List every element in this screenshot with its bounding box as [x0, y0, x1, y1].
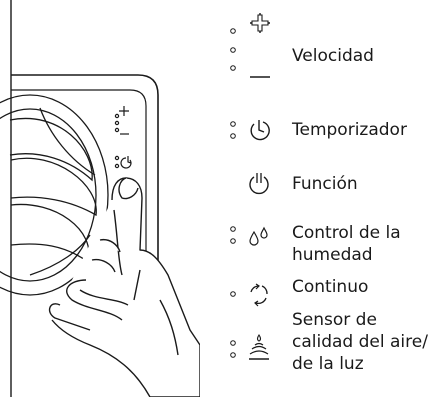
label-control-humedad-line-1: Control de la [292, 223, 401, 243]
label-control-humedad: Control de la humedad [292, 222, 401, 266]
label-sensor: Sensor de calidad del aire/ de la luz [292, 309, 428, 375]
label-velocidad: Velocidad [292, 46, 374, 66]
continuous-cycle-icon [250, 283, 268, 307]
speed-indicator-dots [230, 28, 236, 71]
minus-icon [250, 76, 270, 78]
plus-icon [250, 13, 270, 33]
label-control-humedad-line-2: humedad [292, 245, 373, 265]
timer-icon [250, 120, 270, 141]
humidity-drops-icon [249, 226, 268, 246]
power-icon [249, 173, 269, 195]
label-sensor-line-2: calidad del aire/ [292, 332, 428, 352]
label-sensor-line-1: Sensor de [292, 310, 377, 330]
air-light-sensor-icon [249, 334, 269, 360]
label-continuo: Continuo [292, 277, 369, 297]
label-sensor-line-3: de la luz [292, 354, 364, 374]
label-funcion: Función [292, 174, 358, 194]
label-temporizador: Temporizador [292, 120, 407, 140]
continuous-indicator-dot [230, 291, 236, 297]
timer-indicator-dots [230, 121, 236, 139]
humidity-indicator-dots [230, 226, 236, 244]
sensor-indicator-dots [230, 340, 236, 358]
fan-illustration [0, 0, 200, 397]
